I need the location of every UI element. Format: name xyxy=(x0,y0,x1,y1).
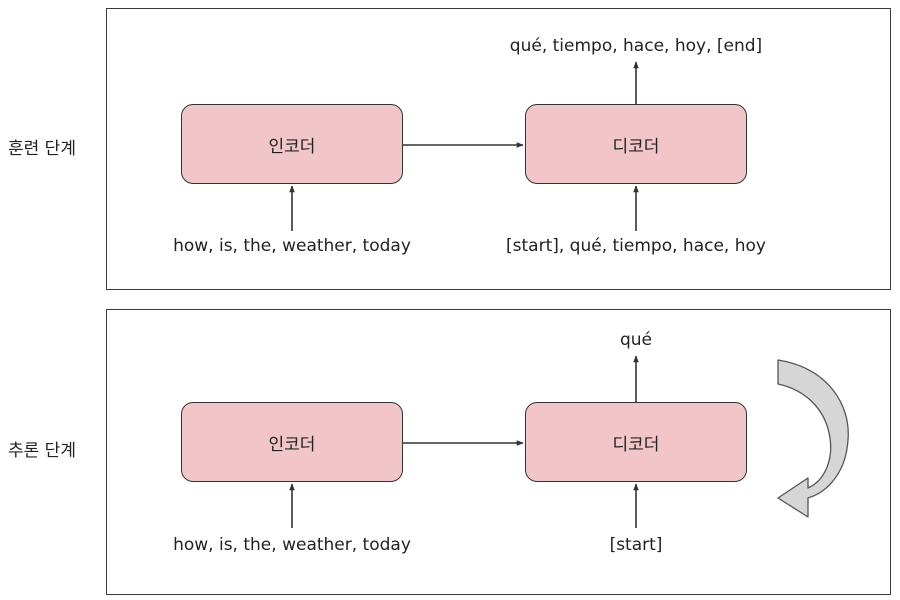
inference-decoder-input-text: [start] xyxy=(609,535,663,555)
inference-encoder-label: 인코더 xyxy=(268,434,316,455)
training-decoder-output-text: qué, tiempo, hace, hoy, [end] xyxy=(509,36,763,56)
training-encoder-input-text: how, is, the, weather, today xyxy=(173,236,411,256)
inference-decoder-output-text: qué xyxy=(619,330,653,350)
training-decoder-input-text: [start], qué, tiempo, hace, hoy xyxy=(506,236,766,256)
inference-encoder-input-text: how, is, the, weather, today xyxy=(173,535,411,555)
training-decoder-block: 디코더 xyxy=(525,104,747,184)
inference-decoder-block: 디코더 xyxy=(525,402,747,482)
training-stage-label: 훈련 단계 xyxy=(8,139,76,159)
inference-decoder-label: 디코더 xyxy=(612,434,660,455)
training-encoder-block: 인코더 xyxy=(181,104,403,184)
training-encoder-label: 인코더 xyxy=(268,136,316,157)
inference-encoder-block: 인코더 xyxy=(181,402,403,482)
training-decoder-label: 디코더 xyxy=(612,136,660,157)
inference-stage-label: 추론 단계 xyxy=(8,441,76,461)
